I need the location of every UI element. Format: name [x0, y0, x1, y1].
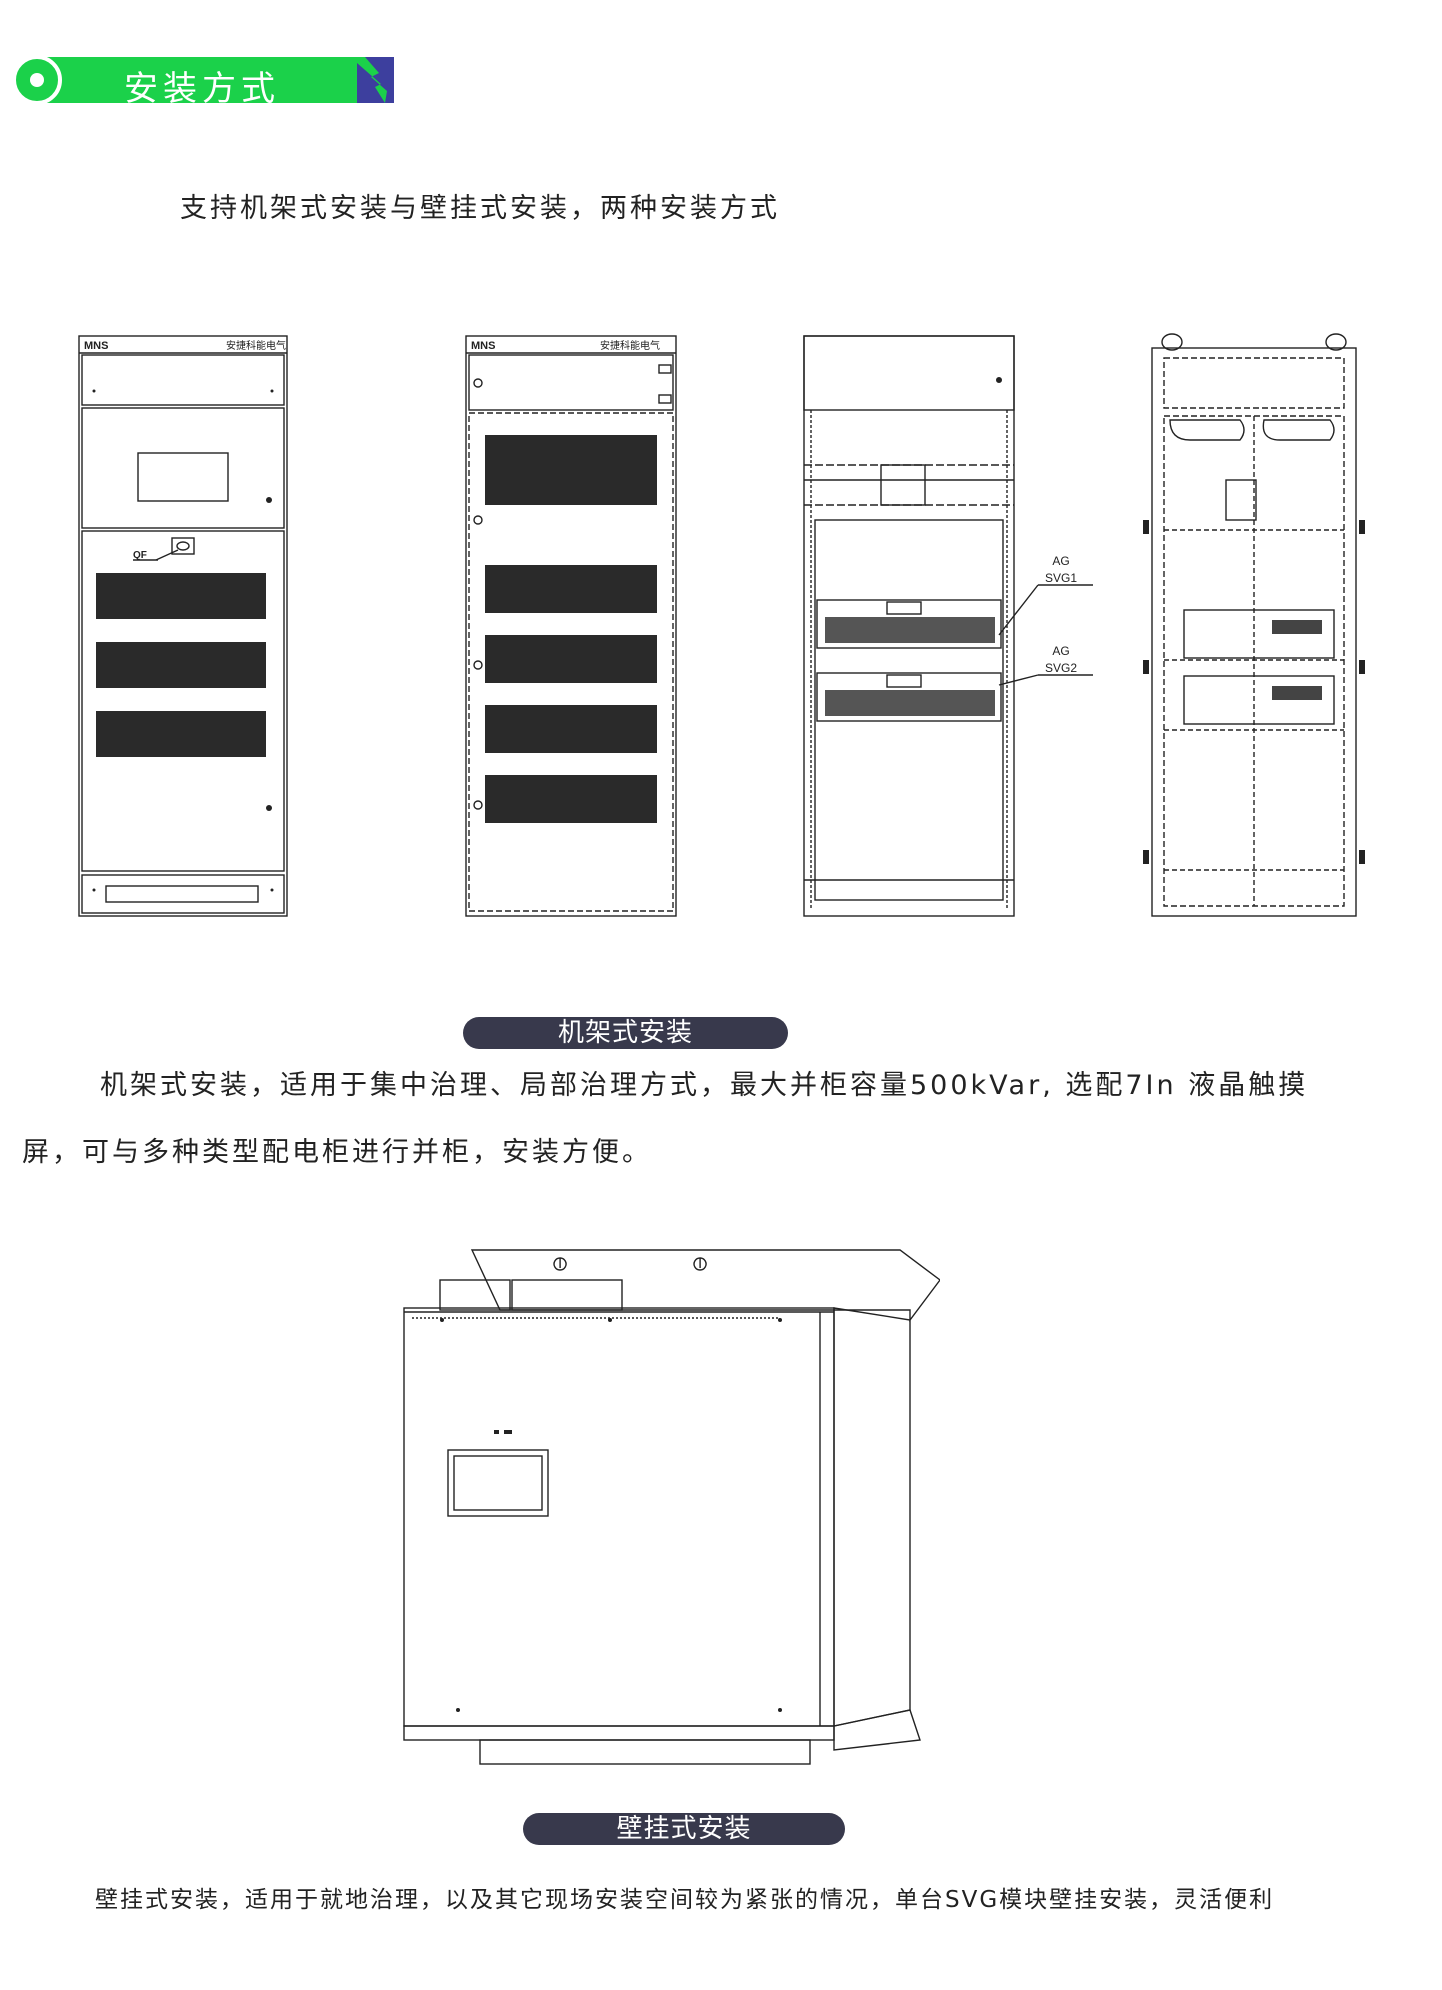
rack-install-description-line2: 屏，可与多种类型配电柜进行并柜，安装方便。 [22, 1137, 652, 1168]
cabinet-frame-drawing [1143, 333, 1365, 917]
header-bar [36, 57, 386, 103]
cabinet1-company: 安捷科能电气 [226, 339, 286, 352]
rack-install-description-line1: 机架式安装，适用于集中治理、局部治理方式，最大并柜容量500kVar, 选配7I… [100, 1070, 1309, 1101]
cabinet-rack-drawing: AG SVG1 AG SVG2 [803, 335, 1093, 917]
callout-svg1-line2: SVG1 [1045, 571, 1077, 585]
wall-install-label: 壁挂式安装 [523, 1813, 845, 1845]
cabinet-vent-drawing: MNS 安捷科能电气 [465, 335, 677, 917]
header-title: 安装方式 [124, 69, 280, 109]
wall-install-description: 壁挂式安装，适用于就地治理，以及其它现场安装空间较为紧张的情况，单台SVG模块壁… [95, 1887, 1275, 1913]
callout-svg2-line1: AG [1052, 644, 1069, 658]
cabinet1-qf-label: QF [133, 550, 147, 561]
callout-svg2-line2: SVG2 [1045, 661, 1077, 675]
section-header: 安装方式 [12, 55, 394, 109]
lightning-icon [357, 57, 394, 103]
wall-mount-drawing [403, 1249, 940, 1765]
rack-install-label: 机架式安装 [463, 1017, 788, 1049]
cabinet2-company: 安捷科能电气 [600, 339, 660, 352]
cabinet-front-drawing: MNS 安捷科能电气 QF [78, 335, 288, 917]
callout-svg1-line1: AG [1052, 554, 1069, 568]
circle-icon [12, 55, 62, 105]
intro-text: 支持机架式安装与壁挂式安装，两种安装方式 [180, 193, 780, 224]
cabinet2-brand: MNS [471, 340, 495, 352]
cabinet1-brand: MNS [84, 340, 108, 352]
